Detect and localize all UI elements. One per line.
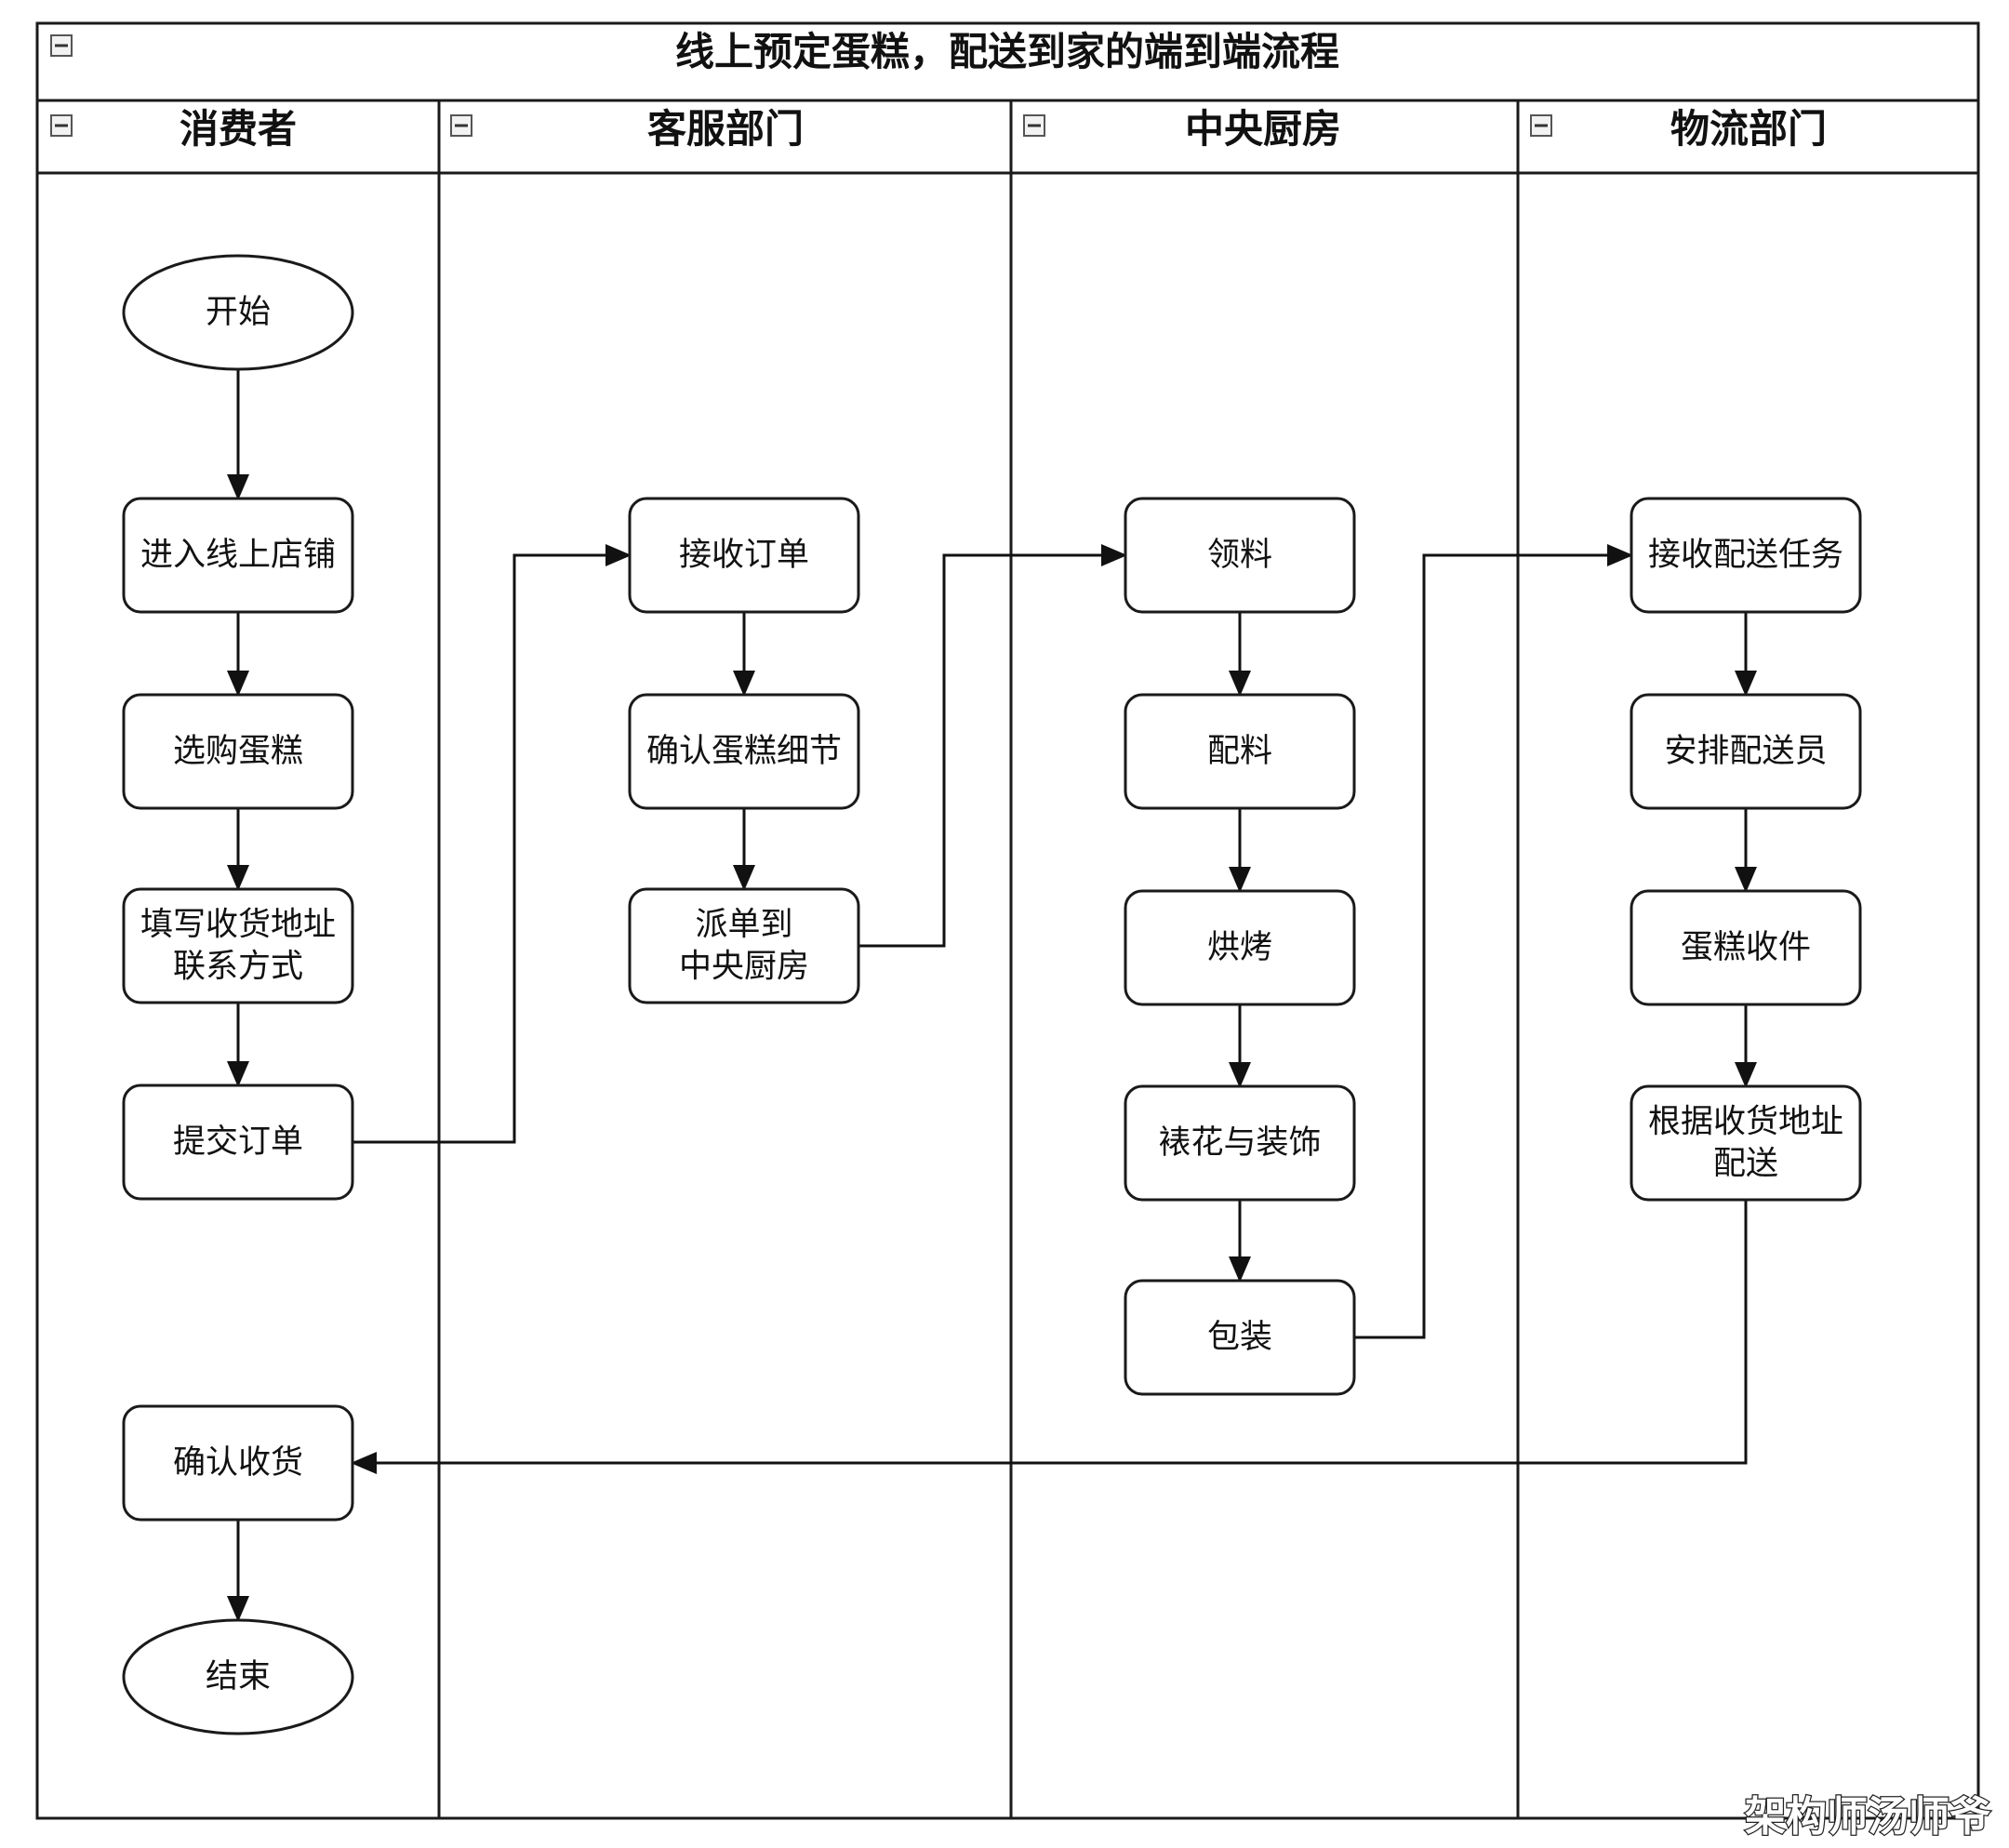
node-label: 接收配送任务 xyxy=(1648,537,1843,574)
lane-collapse-toggle-kitchen[interactable] xyxy=(1023,114,1045,137)
lane-collapse-toggle-consumer[interactable] xyxy=(50,114,73,137)
process-box-shape xyxy=(122,497,354,614)
flow-node-k4[interactable]: 裱花与装饰 xyxy=(1124,1084,1356,1202)
flow-node-s2[interactable]: 确认蛋糕细节 xyxy=(628,693,860,810)
flow-node-l2[interactable]: 安排配送员 xyxy=(1630,693,1862,810)
node-label: 中央厨房 xyxy=(679,949,809,986)
watermark: 架构师汤师爷 xyxy=(1745,1793,1990,1841)
flow-node-l3[interactable]: 蛋糕收件 xyxy=(1630,889,1862,1006)
lane-header-consumer: 消费者 xyxy=(180,106,297,152)
node-label: 填写收货地址 xyxy=(140,907,336,944)
node-label: 联系方式 xyxy=(173,949,303,986)
process-box-shape xyxy=(1630,693,1862,810)
flow-node-k3[interactable]: 烘烤 xyxy=(1124,889,1356,1006)
process-box-shape xyxy=(628,497,860,614)
flow-node-c2[interactable]: 选购蛋糕 xyxy=(122,693,354,810)
node-label: 派单到 xyxy=(695,907,792,944)
node-label: 提交订单 xyxy=(173,1123,303,1161)
node-label: 配料 xyxy=(1207,733,1272,770)
process-box-shape xyxy=(1124,693,1356,810)
flow-node-k1[interactable]: 领料 xyxy=(1124,497,1356,614)
edge-l4-to-c5 xyxy=(351,1200,1748,1474)
node-label: 选购蛋糕 xyxy=(173,733,303,770)
node-label: 确认蛋糕细节 xyxy=(646,733,842,770)
process-box-shape xyxy=(628,887,860,1004)
flow-node-l1[interactable]: 接收配送任务 xyxy=(1630,497,1862,614)
node-label: 烘烤 xyxy=(1207,929,1272,966)
lane-collapse-toggle-service[interactable] xyxy=(450,114,472,137)
process-box-shape xyxy=(628,693,860,810)
node-label: 开始 xyxy=(206,294,271,331)
edge-k5-to-l1 xyxy=(1354,544,1633,1339)
edges-layer xyxy=(227,369,1757,1622)
flow-node-k5[interactable]: 包装 xyxy=(1124,1279,1356,1396)
node-label: 蛋糕收件 xyxy=(1681,929,1811,966)
process-box-shape xyxy=(1124,889,1356,1006)
flow-node-end[interactable]: 结束 xyxy=(122,1618,354,1735)
process-box-shape xyxy=(1124,1279,1356,1396)
process-box-shape xyxy=(122,693,354,810)
lane-header-kitchen: 中央厨房 xyxy=(1185,106,1341,152)
node-label: 接收订单 xyxy=(679,537,809,574)
pool-collapse-toggle[interactable] xyxy=(50,34,73,57)
lane-header-logistics: 物流部门 xyxy=(1670,106,1827,152)
flow-node-s1[interactable]: 接收订单 xyxy=(628,497,860,614)
flow-node-c1[interactable]: 进入线上店铺 xyxy=(122,497,354,614)
start-terminal-shape xyxy=(122,254,354,371)
process-box-shape xyxy=(1124,497,1356,614)
flow-node-k2[interactable]: 配料 xyxy=(1124,693,1356,810)
lane-collapse-toggle-logistics[interactable] xyxy=(1530,114,1552,137)
node-label: 包装 xyxy=(1207,1319,1272,1356)
edge-s3-to-k1 xyxy=(858,544,1127,948)
node-label: 配送 xyxy=(1713,1146,1778,1183)
node-label: 根据收货地址 xyxy=(1648,1104,1843,1141)
diagram-title: 线上预定蛋糕，配送到家的端到端流程 xyxy=(675,29,1339,74)
node-label: 确认收货 xyxy=(173,1444,303,1482)
diagram-frame xyxy=(35,21,1980,1820)
node-label: 安排配送员 xyxy=(1664,733,1827,770)
process-box-shape xyxy=(1630,889,1862,1006)
node-label: 进入线上店铺 xyxy=(140,537,336,574)
flow-node-c5[interactable]: 确认收货 xyxy=(122,1404,354,1522)
flow-node-c4[interactable]: 提交订单 xyxy=(122,1084,354,1201)
process-box-shape xyxy=(122,1404,354,1522)
flow-node-start[interactable]: 开始 xyxy=(122,254,354,371)
process-box-shape xyxy=(1630,497,1862,614)
end-terminal-shape xyxy=(122,1618,354,1735)
process-box-shape xyxy=(122,887,354,1004)
edge-c4-to-s1 xyxy=(353,544,632,1144)
process-box-shape xyxy=(1630,1084,1862,1202)
node-label: 结束 xyxy=(206,1658,271,1695)
process-box-shape xyxy=(122,1084,354,1201)
node-label: 裱花与装饰 xyxy=(1158,1124,1321,1162)
process-box-shape xyxy=(1124,1084,1356,1202)
lane-header-service: 客服部门 xyxy=(647,106,804,152)
node-label: 领料 xyxy=(1207,537,1272,574)
